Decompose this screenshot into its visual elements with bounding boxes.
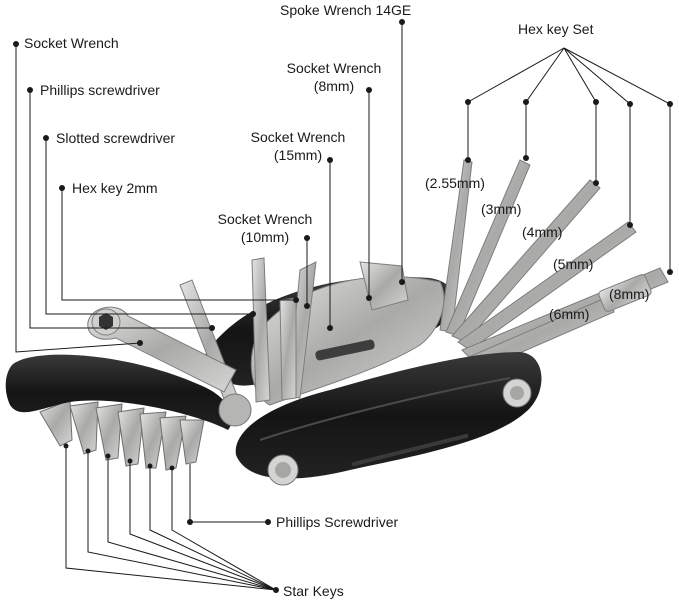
label-hex-key-2mm: Hex key 2mm: [72, 180, 158, 196]
label-socket-wrench-15: Socket Wrench: [250, 129, 346, 145]
label-socket-wrench: Socket Wrench: [24, 35, 119, 51]
label-spoke-wrench: Spoke Wrench 14GE: [280, 2, 412, 18]
label-socket-wrench-8-size: (8mm): [313, 78, 355, 94]
label-socket-wrench-10: Socket Wrench: [217, 211, 313, 227]
label-hex-key-set: Hex key Set: [518, 21, 594, 37]
label-socket-wrench-15-size: (15mm): [273, 147, 323, 163]
label-hex-4: (4mm): [522, 224, 563, 240]
label-hex-8: (8mm): [609, 286, 650, 302]
label-phillips-screwdriver-bottom: Phillips Screwdriver: [276, 514, 399, 530]
label-hex-5: (5mm): [553, 256, 594, 272]
label-hex-3: (3mm): [481, 201, 522, 217]
label-socket-wrench-8: Socket Wrench: [286, 60, 382, 76]
label-phillips-screwdriver: Phillips screwdriver: [40, 82, 160, 98]
label-hex-2-55: (2.55mm): [425, 175, 485, 191]
label-hex-6: (6mm): [549, 306, 590, 322]
callout-dots: [13, 19, 673, 593]
tool-body: [5, 159, 669, 486]
label-star-keys: Star Keys: [283, 583, 344, 599]
star-key-bits: [39, 399, 205, 471]
label-socket-wrench-10-size: (10mm): [240, 229, 290, 245]
label-slotted-screwdriver: Slotted screwdriver: [56, 130, 176, 146]
